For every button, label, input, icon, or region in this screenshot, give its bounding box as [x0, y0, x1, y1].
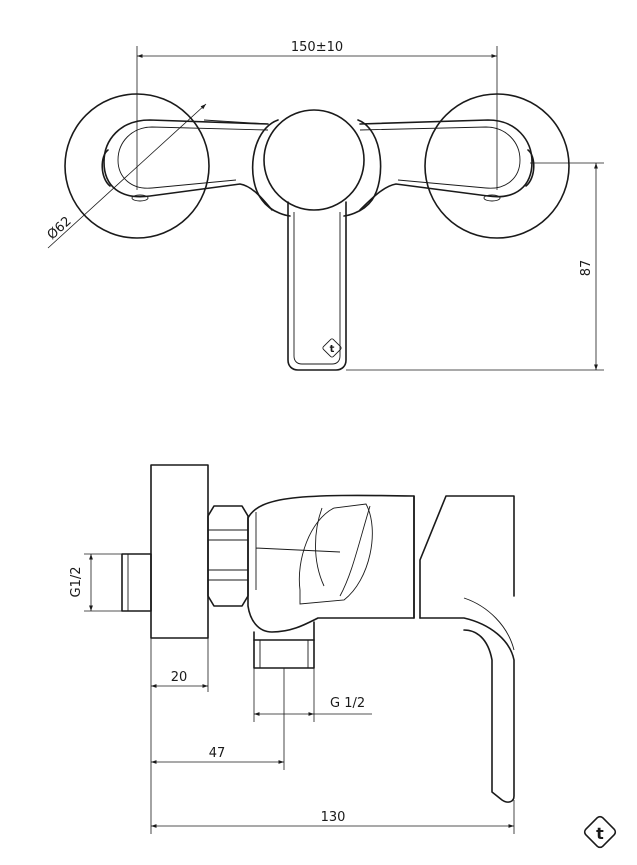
svg-text:t: t [596, 824, 604, 843]
brand-logo: t [583, 815, 617, 849]
lever-disc [263, 109, 365, 211]
side-view: G1/2 20 G 1/2 47 130 [69, 464, 515, 834]
dim-height-label: 87 [579, 260, 594, 277]
inlet-pipe [121, 553, 152, 612]
hex-nut [207, 505, 249, 607]
dim-outlet-thread: G 1/2 [253, 668, 372, 722]
dim-height: 87 [346, 162, 604, 371]
dim-inlet-thread-label: G1/2 [69, 567, 84, 598]
dim-diameter-label: Ø62 [45, 214, 75, 243]
left-nut [131, 194, 149, 202]
cartridge-housing [251, 119, 382, 217]
left-arm [103, 119, 273, 211]
dim-outlet-thread-label: G 1/2 [330, 696, 365, 711]
top-view: t 150±10 Ø62 87 [45, 40, 604, 371]
right-arm [359, 119, 533, 211]
dim-centers-label: 150±10 [291, 40, 343, 55]
dim-outlet-offset: 47 [150, 668, 285, 770]
left-arm-inner [117, 126, 269, 189]
dim-rosette-depth: 20 [150, 638, 209, 692]
dim-rosette-depth-label: 20 [171, 670, 188, 685]
dim-outlet-offset-label: 47 [209, 746, 226, 761]
right-arm-inner [359, 126, 521, 189]
right-nut [483, 194, 501, 202]
dim-overall-depth-label: 130 [321, 810, 346, 825]
lever-handle [287, 201, 347, 371]
dim-overall-depth: 130 [150, 770, 515, 834]
mixer-body [247, 494, 415, 633]
lever-handle-inner [293, 212, 341, 365]
dim-inlet-thread: G1/2 [69, 553, 122, 612]
svg-text:t: t [330, 344, 335, 355]
mixer-body-inner [255, 503, 373, 605]
right-connector [525, 149, 535, 187]
rosette-side [150, 464, 209, 639]
lever-side [419, 617, 515, 803]
outlet-pipe [253, 639, 315, 669]
left-arm-top-edge [203, 119, 269, 125]
cartridge-block [413, 495, 515, 619]
left-connector [101, 149, 111, 187]
lever-logo: t [322, 338, 342, 358]
dim-centers: 150±10 [136, 40, 498, 190]
